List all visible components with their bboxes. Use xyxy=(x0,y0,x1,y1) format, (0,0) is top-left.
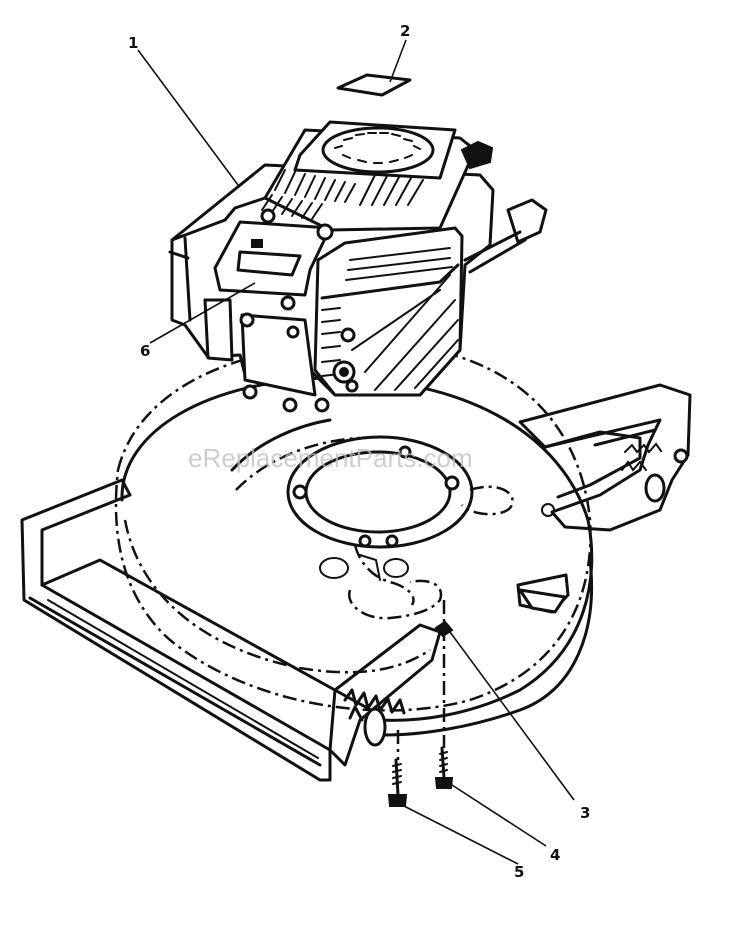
leader-lines xyxy=(137,39,575,865)
bolt-part-5 xyxy=(387,758,408,807)
blade-adapter xyxy=(319,544,443,620)
vent-slots xyxy=(334,132,421,164)
watermark: eReplacementParts.com xyxy=(188,443,473,473)
engine-mount-ring xyxy=(286,435,514,549)
callout-5: 5 xyxy=(514,863,524,881)
bolt-part-4 xyxy=(434,746,454,789)
front-guard xyxy=(20,478,442,782)
decal-part xyxy=(336,73,412,97)
callout-3: 3 xyxy=(580,804,590,822)
mower-deck xyxy=(114,342,594,737)
callout-4: 4 xyxy=(550,846,560,864)
callout-2: 2 xyxy=(400,22,410,40)
rear-bracket xyxy=(518,383,692,532)
callout-1: 1 xyxy=(128,34,138,52)
callout-6: 6 xyxy=(140,342,150,360)
engine-assembly xyxy=(168,120,548,413)
